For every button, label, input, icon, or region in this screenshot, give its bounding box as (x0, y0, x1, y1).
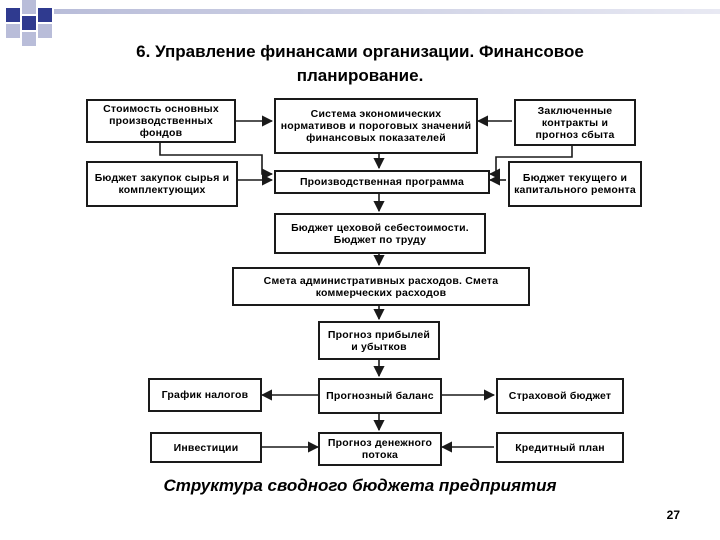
node-contracts-sales-forecast: Заключенные контракты и прогноз сбыта (514, 99, 636, 146)
node-admin-commercial-estimate: Смета административных расходов. Смета к… (232, 267, 530, 306)
diagram-caption: Структура сводного бюджета предприятия (163, 476, 557, 495)
slide-title-line-2: планирование. (296, 66, 424, 85)
node-profit-loss-forecast: Прогноз прибылей и убытков (318, 321, 440, 360)
corner-square-3 (38, 8, 52, 22)
corner-square-2 (22, 0, 36, 14)
node-shop-cost-labor-budget: Бюджет цеховой себестоимости. Бюджет по … (274, 213, 486, 254)
title-rule (54, 9, 720, 14)
corner-square-6 (38, 24, 52, 38)
node-investments: Инвестиции (150, 432, 262, 463)
corner-square-1 (6, 8, 20, 22)
node-forecast-balance: Прогнозный баланс (318, 378, 442, 414)
arrow-kontrakty-programma (488, 146, 573, 180)
slide-title: 6. Управление финансами организации. Фин… (80, 40, 640, 88)
corner-square-4 (22, 16, 36, 30)
node-procurement-budget: Бюджет закупок сырья и комплектующих (86, 161, 238, 207)
node-repair-budget: Бюджет текущего и капитального ремонта (508, 161, 642, 207)
node-credit-plan: Кредитный план (496, 432, 624, 463)
arrow-stoimost-programma (159, 142, 274, 180)
node-economic-norms-system: Система экономических нормативов и порог… (274, 98, 478, 154)
node-cash-flow-forecast: Прогноз денежного потока (318, 432, 442, 466)
node-tax-schedule: График налогов (148, 378, 262, 412)
node-insurance-budget: Страховой бюджет (496, 378, 624, 414)
corner-square-7 (22, 32, 36, 46)
corner-square-5 (6, 24, 20, 38)
node-fixed-assets-cost: Стоимость основных производственных фонд… (86, 99, 236, 143)
slide-title-line-1: 6. Управление финансами организации. Фин… (136, 42, 584, 61)
node-production-program: Производственная программа (274, 170, 490, 194)
page-number: 27 (666, 508, 680, 522)
